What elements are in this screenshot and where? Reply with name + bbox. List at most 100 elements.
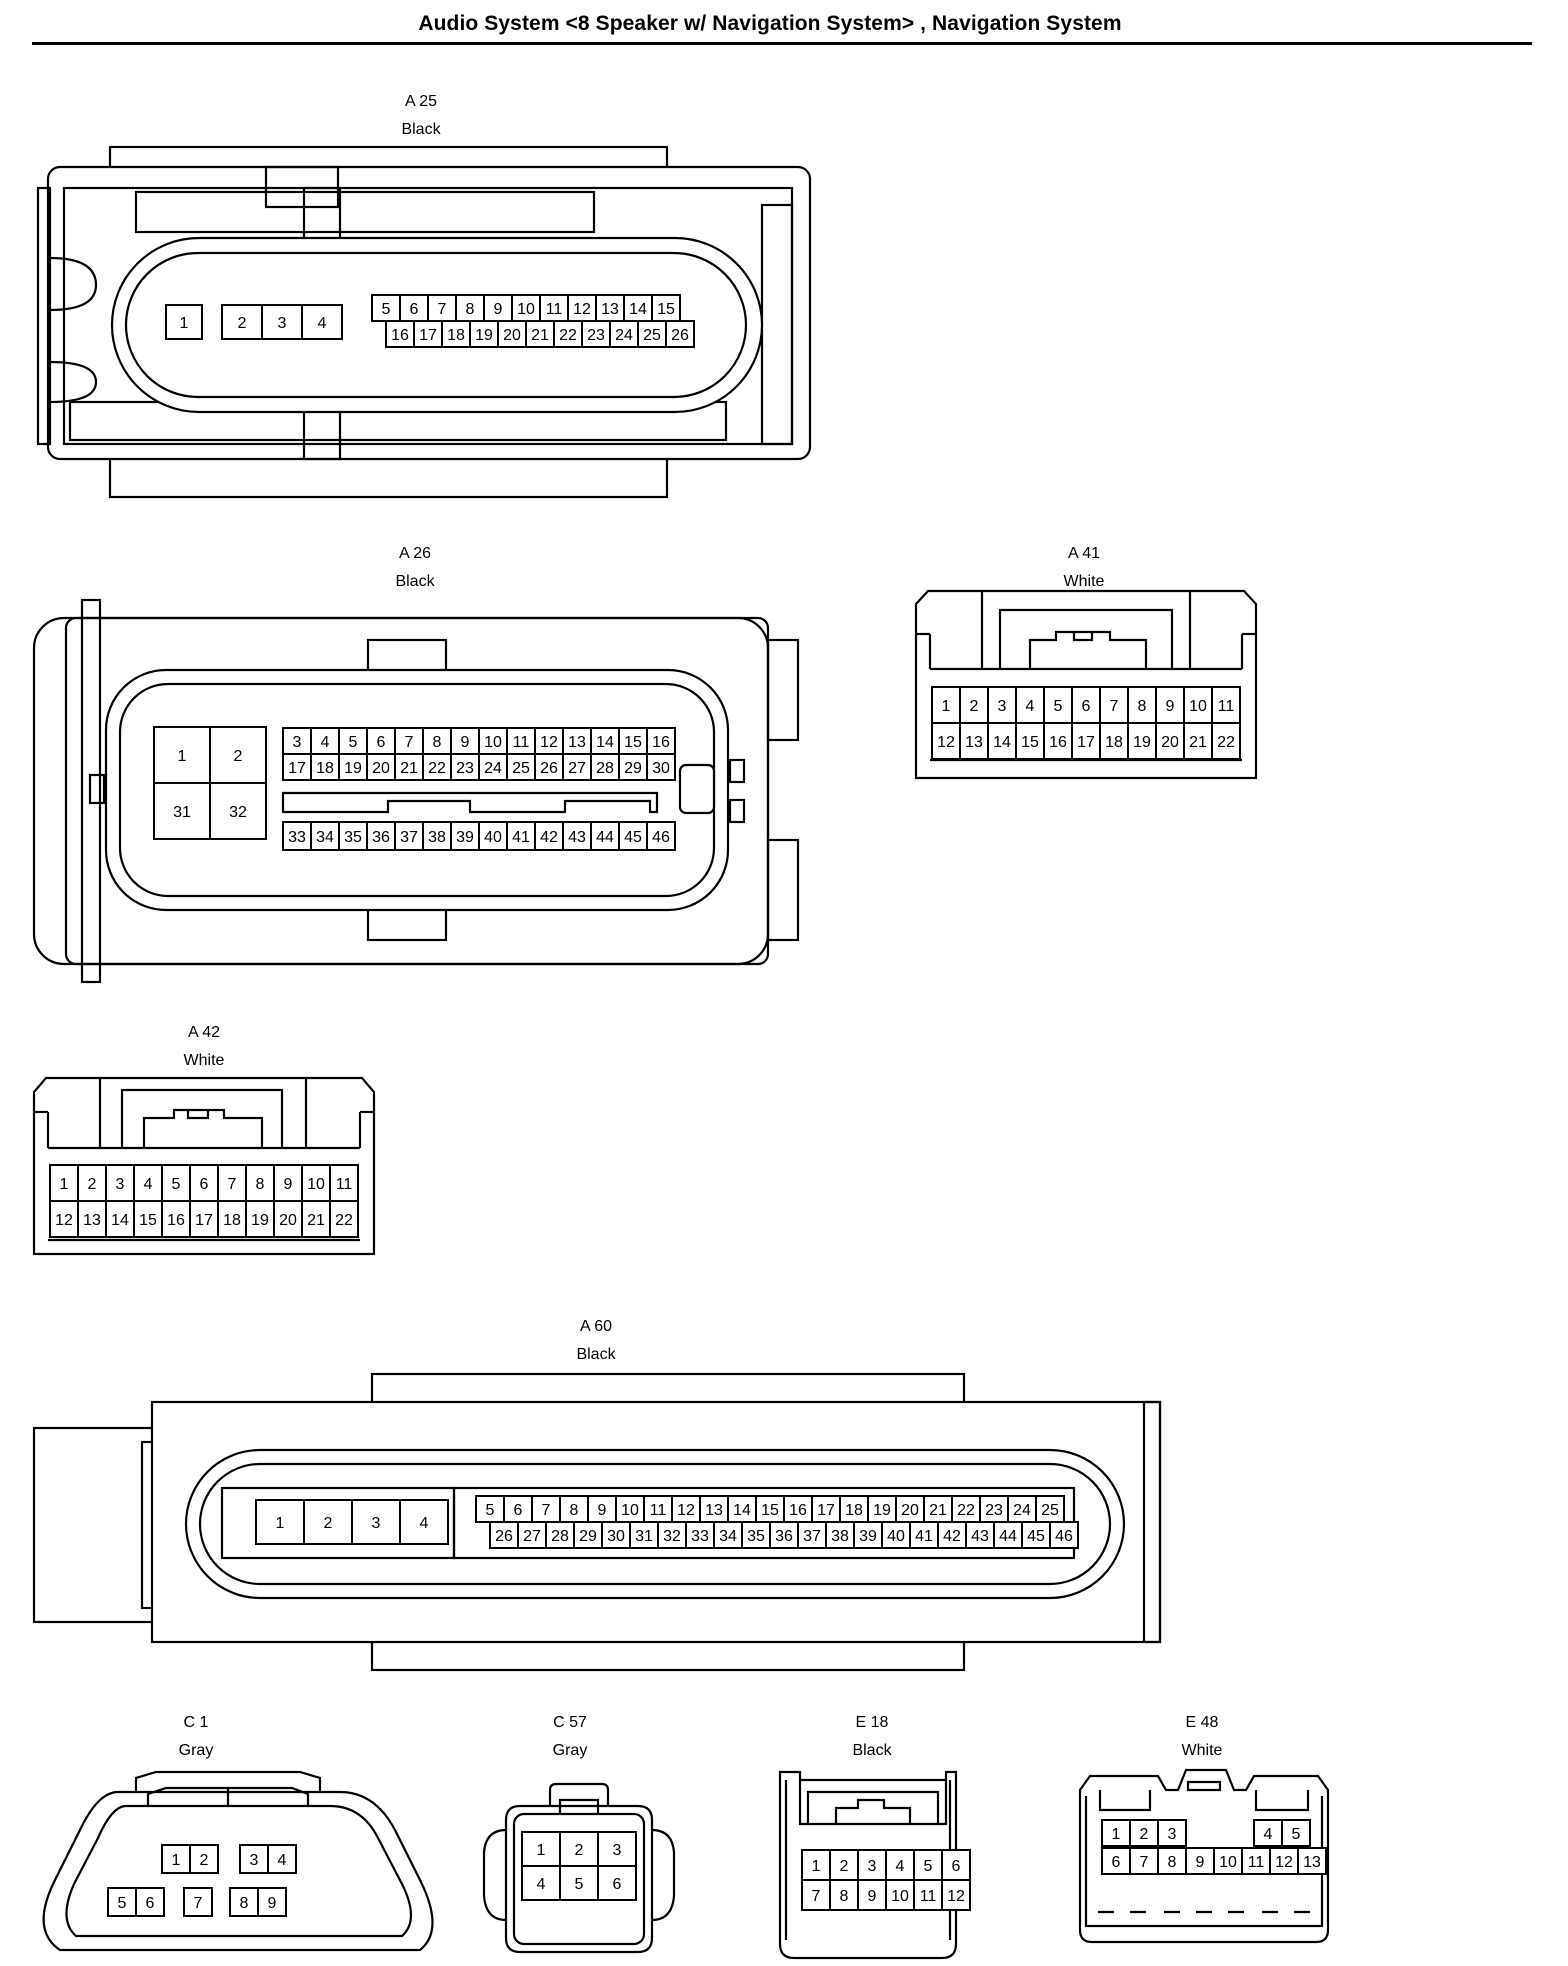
- pin-label: 2: [840, 1858, 849, 1875]
- pin-cell: [797, 1521, 827, 1549]
- pin-label: 18: [447, 327, 465, 344]
- pin-cell: [394, 753, 424, 781]
- pin-label: 1: [812, 1858, 821, 1875]
- pin-cell: [351, 1499, 401, 1545]
- pin-label: 13: [83, 1212, 101, 1229]
- pin-label: 3: [1168, 1826, 1177, 1843]
- pin-label: 7: [542, 1502, 551, 1519]
- pin-cell: [161, 1844, 191, 1874]
- pin-label: 12: [540, 734, 558, 751]
- pin-cell: [273, 1200, 303, 1238]
- pin-label: 13: [568, 734, 586, 751]
- pin-label: 12: [937, 734, 955, 751]
- pin-label: 4: [144, 1176, 153, 1193]
- pin-label: 33: [288, 829, 306, 846]
- pin-cell: [105, 1200, 135, 1238]
- pin-label: 10: [891, 1888, 909, 1905]
- pin-cell: [931, 686, 961, 724]
- pin-label: 13: [965, 734, 983, 751]
- pin-label: 31: [635, 1528, 653, 1545]
- pin-cell: [422, 753, 452, 781]
- pin-label: 7: [438, 301, 447, 318]
- pin-label: 32: [229, 804, 247, 821]
- pin-label: 1: [942, 698, 951, 715]
- pin-cell: [559, 1831, 599, 1867]
- pin-cell: [165, 304, 203, 340]
- pin-cell: [685, 1521, 715, 1549]
- pin-label: 19: [873, 1502, 891, 1519]
- connector-c57-color: Gray: [552, 1742, 588, 1759]
- pin-label: 22: [957, 1502, 975, 1519]
- pin-cell: [1071, 686, 1101, 724]
- pin-label: 1: [1112, 1826, 1121, 1843]
- pin-label: 4: [1026, 698, 1035, 715]
- pin-label: 6: [514, 1502, 523, 1519]
- pin-label: 16: [1049, 734, 1067, 751]
- pin-cell: [867, 1495, 897, 1523]
- pin-cell: [618, 727, 648, 755]
- pin-label: 42: [540, 829, 558, 846]
- pin-cell: [562, 821, 592, 851]
- pin-label: 21: [531, 327, 549, 344]
- pin-label: 9: [1196, 1854, 1205, 1871]
- pin-label: 11: [920, 1888, 937, 1905]
- pin-label: 20: [503, 327, 521, 344]
- pin-label: 21: [1189, 734, 1207, 751]
- pin-label: 15: [657, 301, 675, 318]
- pin-cell: [1155, 722, 1185, 760]
- pin-label: 12: [1275, 1854, 1293, 1871]
- pin-label: 21: [929, 1502, 947, 1519]
- pin-label: 16: [391, 327, 409, 344]
- pin-label: 6: [377, 734, 386, 751]
- pin-label: 4: [318, 315, 327, 332]
- pin-label: 2: [1140, 1826, 1149, 1843]
- pin-label: 1: [537, 1842, 546, 1859]
- pin-label: 13: [705, 1502, 723, 1519]
- pin-label: 3: [250, 1852, 259, 1869]
- pin-label: 1: [180, 315, 189, 332]
- pin-label: 2: [575, 1842, 584, 1859]
- connector-e18-id: E 18: [855, 1714, 889, 1731]
- pin-label: 36: [775, 1528, 793, 1545]
- pin-label: 23: [985, 1502, 1003, 1519]
- pin-cell: [1127, 722, 1157, 760]
- pin-label: 4: [278, 1852, 287, 1869]
- pin-label: 14: [111, 1212, 129, 1229]
- pin-label: 7: [405, 734, 414, 751]
- pin-label: 11: [650, 1502, 667, 1519]
- pin-label: 10: [307, 1176, 325, 1193]
- pin-label: 32: [663, 1528, 681, 1545]
- pin-label: 10: [1189, 698, 1207, 715]
- connector-e48-id: E 48: [1185, 1714, 1219, 1731]
- pin-label: 36: [372, 829, 390, 846]
- pin-label: 19: [475, 327, 493, 344]
- pin-cell: [255, 1499, 305, 1545]
- pin-label: 18: [223, 1212, 241, 1229]
- pin-label: 39: [859, 1528, 877, 1545]
- pin-cell: [590, 727, 620, 755]
- pin-label: 10: [517, 301, 535, 318]
- pin-label: 14: [596, 734, 614, 751]
- pin-label: 2: [200, 1852, 209, 1869]
- pin-cell: [618, 821, 648, 851]
- pin-label: 14: [993, 734, 1011, 751]
- pin-label: 3: [293, 734, 302, 751]
- pin-cell: [267, 1844, 297, 1874]
- pin-label: 30: [652, 760, 670, 777]
- pin-cell: [1211, 722, 1241, 760]
- pin-label: 11: [546, 301, 563, 318]
- pin-cell: [1049, 1521, 1079, 1549]
- pin-label: 19: [251, 1212, 269, 1229]
- pin-label: 2: [324, 1515, 333, 1532]
- pin-label: 26: [540, 760, 558, 777]
- connector-e48-color: White: [1181, 1742, 1223, 1759]
- connector-a26-color: Black: [395, 573, 435, 590]
- pin-label: 7: [194, 1895, 203, 1912]
- pin-label: 25: [1041, 1502, 1059, 1519]
- pin-cell: [301, 304, 343, 340]
- pin-label: 40: [484, 829, 502, 846]
- pin-label: 42: [943, 1528, 961, 1545]
- pin-label: 5: [924, 1858, 933, 1875]
